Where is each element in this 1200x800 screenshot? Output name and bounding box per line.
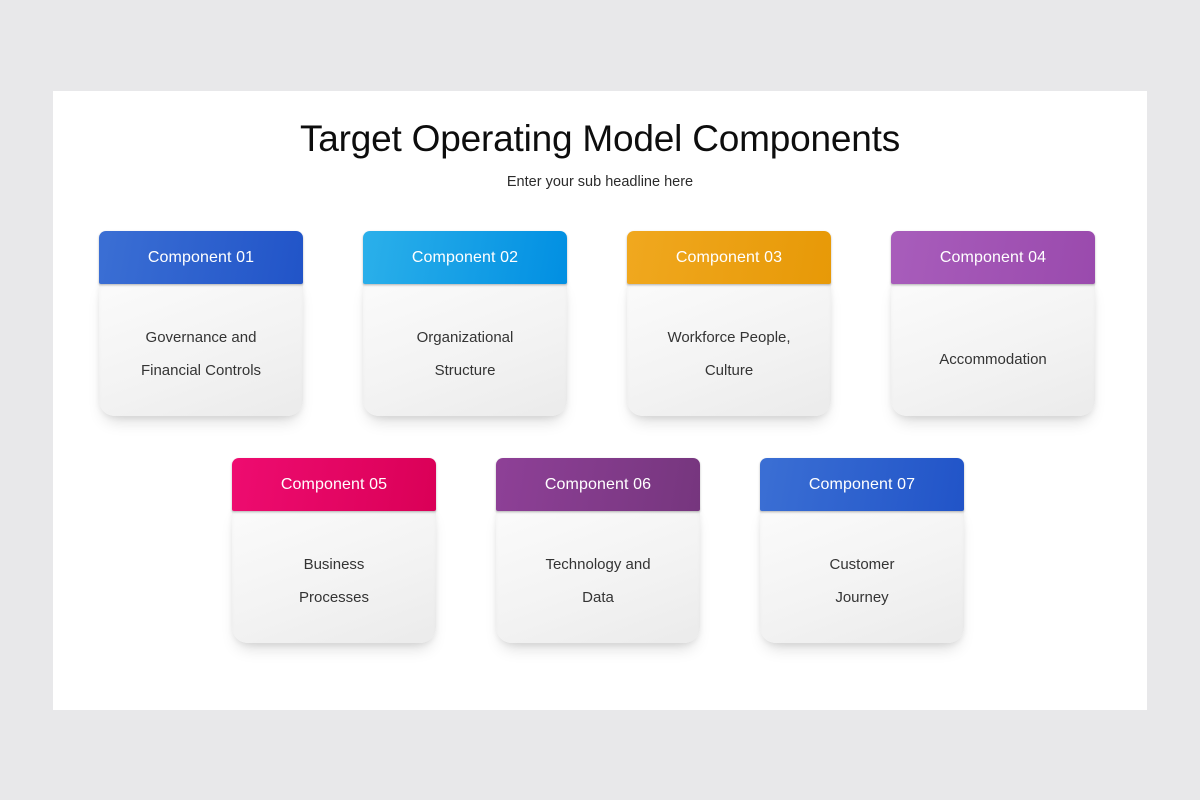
component-card-header-label: Component 07 <box>808 475 916 493</box>
component-card[interactable]: Component 06 Technology and Data <box>496 458 700 643</box>
component-card-header[interactable]: Component 05 <box>232 458 436 511</box>
component-card-body-text: Governance and Financial Controls <box>140 329 262 379</box>
card-row-top: Component 01 Governance and Financial Con… <box>99 231 1109 416</box>
component-card-body-text: Business Processes <box>298 556 370 606</box>
component-card[interactable]: Component 07 Customer Journey <box>760 458 964 643</box>
component-card-body-text: Organizational Structure <box>416 329 514 379</box>
page-subtitle: Enter your sub headline here <box>506 174 694 190</box>
component-card-header-label: Component 01 <box>147 248 255 266</box>
component-card-header[interactable]: Component 04 <box>891 231 1095 284</box>
component-card-header-label: Component 04 <box>939 248 1047 266</box>
page-title: Target Operating Model Components <box>299 118 901 159</box>
component-card-body-text: Technology and Data <box>545 556 651 606</box>
component-card-body-text: Accommodation <box>939 350 1047 368</box>
component-card-header-label: Component 03 <box>675 248 783 266</box>
component-card[interactable]: Component 02 Organizational Structure <box>363 231 567 416</box>
component-card-body: Governance and Financial Controls <box>99 278 303 416</box>
component-card[interactable]: Component 04 Accommodation <box>891 231 1095 416</box>
component-card-body-text: Workforce People, Culture <box>667 329 791 379</box>
component-card-header-label: Component 05 <box>280 475 388 493</box>
component-card-header-label: Component 06 <box>544 475 652 493</box>
component-card[interactable]: Component 03 Workforce People, Culture <box>627 231 831 416</box>
slide-canvas: Target Operating Model Components Enter … <box>53 91 1147 710</box>
component-card-body: Technology and Data <box>496 505 700 643</box>
component-card-body: Business Processes <box>232 505 436 643</box>
component-card-body: Accommodation <box>891 278 1095 416</box>
component-card-body: Organizational Structure <box>363 278 567 416</box>
component-card-header[interactable]: Component 07 <box>760 458 964 511</box>
component-card-body-text: Customer Journey <box>829 556 895 606</box>
component-card-body: Workforce People, Culture <box>627 278 831 416</box>
component-card-body: Customer Journey <box>760 505 964 643</box>
component-card-header[interactable]: Component 06 <box>496 458 700 511</box>
component-card-header[interactable]: Component 01 <box>99 231 303 284</box>
component-card[interactable]: Component 05 Business Processes <box>232 458 436 643</box>
component-card[interactable]: Component 01 Governance and Financial Con… <box>99 231 303 416</box>
component-card-header[interactable]: Component 02 <box>363 231 567 284</box>
component-card-header-label: Component 02 <box>411 248 519 266</box>
component-card-header[interactable]: Component 03 <box>627 231 831 284</box>
